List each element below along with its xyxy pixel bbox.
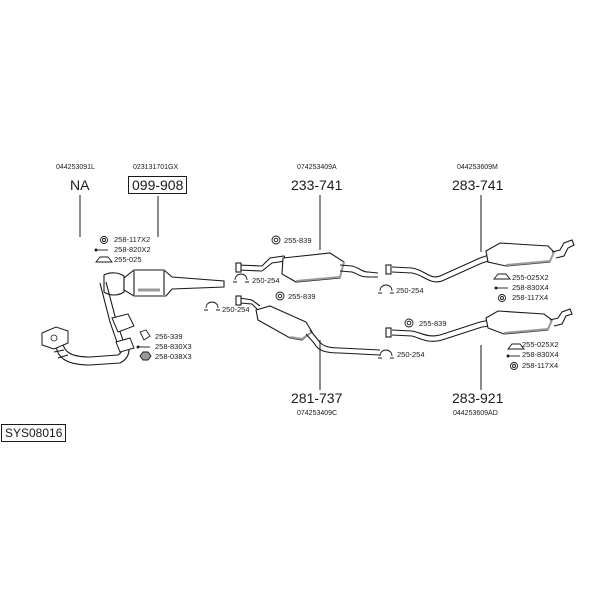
rubber-hanger-icon xyxy=(507,343,525,350)
gasket-icon xyxy=(139,329,151,341)
clamp-ring-icon xyxy=(100,236,108,244)
part-label: 250-254 xyxy=(222,305,250,314)
pipe-clamp-icon xyxy=(204,301,220,311)
part-label: 255-025X2 xyxy=(522,340,559,349)
gasket-icon xyxy=(275,291,285,301)
part-number: 281-737 xyxy=(291,390,343,406)
bolt-icon xyxy=(506,354,520,358)
rear-silencer-upper xyxy=(385,239,575,283)
centre-silencer-upper xyxy=(235,252,379,283)
bolt-icon xyxy=(136,345,150,349)
part-label: 255-839 xyxy=(288,292,316,301)
catalytic-converter xyxy=(123,269,225,297)
gasket-icon xyxy=(404,318,414,328)
leader-lines xyxy=(79,195,482,390)
front-flange xyxy=(111,313,135,333)
part-label: 258-038X3 xyxy=(155,352,192,361)
lower-flange xyxy=(115,337,135,353)
part-label: 256-339 xyxy=(155,332,183,341)
part-label: 250-254 xyxy=(252,276,280,285)
part-label: 258-117X4 xyxy=(512,293,549,302)
pipe-clamp-icon xyxy=(378,349,394,359)
rubber-hanger-icon xyxy=(95,256,113,263)
rubber-hanger-icon xyxy=(493,273,511,280)
pipe-clamp-icon xyxy=(233,273,249,283)
part-label: 250-254 xyxy=(396,286,424,295)
part-label: 258-117X2 xyxy=(114,235,151,244)
part-label: 258-830X4 xyxy=(512,283,549,292)
part-label: 258-830X4 xyxy=(522,350,559,359)
manifold-flange xyxy=(41,326,69,350)
part-number: 283-741 xyxy=(452,177,504,193)
oe-number: 044253609M xyxy=(457,164,498,171)
part-number: 283-921 xyxy=(452,390,504,406)
oe-number: 023131701GX xyxy=(133,164,179,171)
part-label: 258-820X2 xyxy=(114,245,151,254)
system-id: SYS08016 xyxy=(1,424,67,442)
part-number: 099-908 xyxy=(128,176,188,194)
clamp-ring-icon xyxy=(510,362,518,370)
bolt-icon xyxy=(494,286,508,290)
part-label: 258-117X4 xyxy=(522,361,559,370)
pipe-clamp-icon xyxy=(378,284,394,294)
clamp-ring-icon xyxy=(498,294,506,302)
manifold-hole xyxy=(50,334,58,342)
part-number: NA xyxy=(70,177,90,193)
rear-silencer-lower xyxy=(385,308,573,342)
oe-number: 074253409A xyxy=(297,164,337,171)
part-icons xyxy=(94,235,525,370)
part-label: 255-839 xyxy=(419,319,447,328)
bolt-icon xyxy=(94,248,108,252)
part-label: 258-830X3 xyxy=(155,342,192,351)
centre-silencer-lower xyxy=(235,295,381,356)
oe-number: 044253091L xyxy=(56,164,95,171)
part-label: 255-839 xyxy=(284,236,312,245)
oe-number: 044253609AD xyxy=(453,410,498,417)
part-label: 250-254 xyxy=(397,350,425,359)
nut-icon xyxy=(139,351,152,361)
part-label: 255-025 xyxy=(114,255,142,264)
gasket-icon xyxy=(271,235,281,245)
part-number: 233-741 xyxy=(291,177,343,193)
oe-number: 074253409C xyxy=(297,410,338,417)
part-label: 255-025X2 xyxy=(512,273,549,282)
